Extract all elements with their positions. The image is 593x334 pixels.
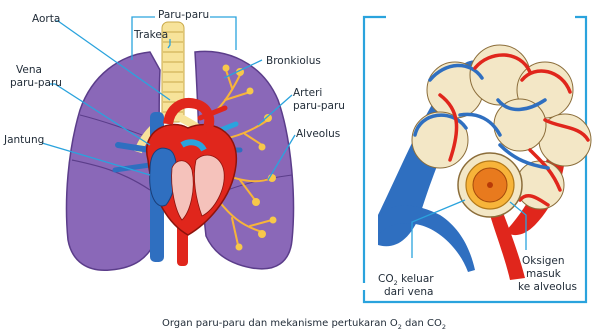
left-lung-shape	[67, 52, 161, 270]
label-aorta: Aorta	[32, 13, 60, 25]
label-oxygen-in-line3: ke alveolus	[518, 281, 577, 293]
label-pulmonary-artery-line1: Arteri	[293, 87, 322, 99]
lungs-illustration	[67, 22, 294, 270]
label-co2-out: CO2 keluar	[378, 273, 434, 287]
label-pulmonary-vein-line2: paru-paru	[10, 77, 62, 89]
label-alveolus: Alveolus	[296, 128, 340, 140]
label-oxygen-in-line2: masuk	[526, 268, 562, 280]
label-oxygen-in-line1: Oksigen	[522, 255, 565, 267]
label-trachea: Trakea	[133, 29, 168, 41]
label-bronchiole: Bronkiolus	[266, 55, 321, 67]
label-pulmonary-artery-line2: paru-paru	[293, 100, 345, 112]
label-heart: Jantung	[3, 134, 44, 146]
figure-caption: Organ paru-paru dan mekanisme pertukaran…	[162, 318, 446, 331]
label-co2-out-line2: dari vena	[384, 286, 433, 298]
label-pulmonary-vein-line1: Vena	[16, 64, 42, 76]
alveolus-detail	[458, 153, 522, 217]
label-lungs: Paru-paru	[158, 9, 209, 21]
